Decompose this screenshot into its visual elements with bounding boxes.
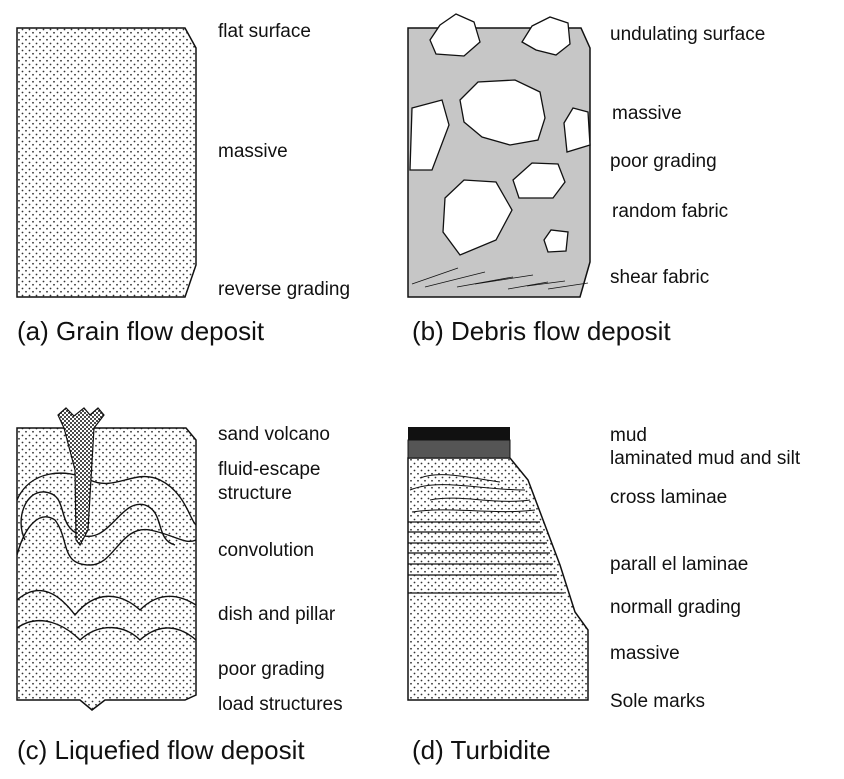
- parallel-laminae: [408, 521, 564, 594]
- label-undulating-surface: undulating surface: [610, 24, 766, 45]
- laminated-mud-layer: [407, 439, 511, 459]
- cross-laminae: [409, 474, 536, 513]
- liquefied-flow-column: [16, 407, 197, 711]
- label-convolution: convolution: [218, 540, 315, 561]
- mud-layer: [408, 427, 510, 440]
- caption-grain-flow: (a) Grain flow deposit: [17, 316, 265, 346]
- label-load-structures: load structures: [218, 694, 343, 715]
- label-parallel-laminae: parall el laminae: [610, 554, 749, 575]
- debris-flow-column: [407, 13, 591, 298]
- caption-liquefied-flow: (c) Liquefied flow deposit: [17, 735, 305, 765]
- label-sand-volcano: sand volcano: [218, 424, 330, 445]
- label-reverse-grading: reverse grading: [218, 279, 351, 300]
- label-poor-grading: poor grading: [610, 151, 717, 172]
- label-massive: massive: [612, 103, 682, 124]
- shear-fabric-lines: [411, 267, 589, 290]
- label-massive: massive: [610, 643, 680, 664]
- label-normal-grading: normall grading: [610, 597, 741, 618]
- label-fluid-escape: fluid-escape: [218, 459, 321, 480]
- label-shear-fabric: shear fabric: [610, 267, 710, 288]
- label-dish-and-pillar: dish and pillar: [218, 604, 336, 625]
- label-massive: massive: [218, 141, 288, 162]
- grain-flow-column: [16, 27, 197, 298]
- clasts: [409, 13, 591, 256]
- label-laminated-mud-and-silt: laminated mud and silt: [610, 448, 801, 469]
- label-poor-grading: poor grading: [218, 659, 325, 680]
- label-random-fabric: random fabric: [612, 201, 729, 222]
- turbidite-column: [407, 427, 589, 701]
- label-mud: mud: [610, 425, 647, 446]
- label-flat-surface: flat surface: [218, 21, 311, 42]
- label-structure: structure: [218, 483, 292, 504]
- sand-volcano: [57, 407, 105, 547]
- label-sole-marks: Sole marks: [610, 691, 706, 712]
- label-cross-laminae: cross laminae: [610, 487, 728, 508]
- caption-turbidite: (d) Turbidite: [412, 735, 551, 765]
- caption-debris-flow: (b) Debris flow deposit: [412, 316, 671, 346]
